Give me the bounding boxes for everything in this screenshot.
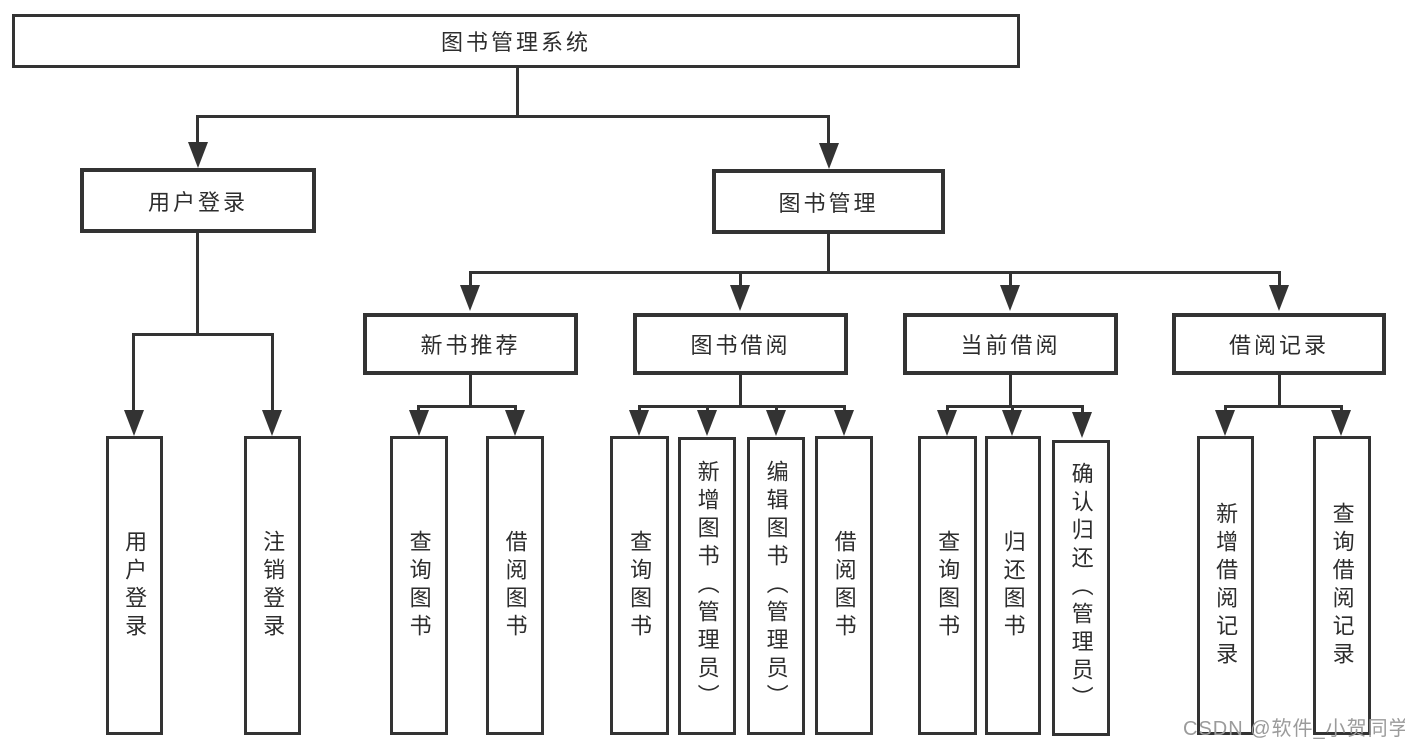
leaf-query-book-current-label: 查询图书 — [935, 529, 961, 642]
leaf-query-borrow-record: 查询借阅记录 — [1313, 436, 1371, 735]
arrowhead — [629, 410, 649, 436]
node-borrow-records-label: 借阅记录 — [1228, 333, 1329, 358]
arrowhead — [1072, 412, 1092, 438]
arrowhead — [819, 143, 839, 169]
connector-line — [271, 333, 274, 412]
node-current-borrow-label: 当前借阅 — [960, 333, 1061, 358]
node-book-borrow-label: 图书借阅 — [690, 333, 791, 358]
connector-line — [1224, 405, 1227, 414]
arrowhead — [1215, 410, 1235, 436]
connector-line — [1278, 375, 1281, 407]
node-user-login: 用户登录 — [80, 168, 316, 233]
connector-line — [469, 375, 472, 407]
leaf-edit-book-admin-label: 编辑图书（管理员） — [763, 460, 789, 712]
leaf-query-book-current: 查询图书 — [918, 436, 977, 735]
node-book-borrow: 图书借阅 — [633, 313, 848, 375]
connector-line — [469, 271, 1281, 274]
arrowhead — [124, 410, 144, 436]
leaf-query-book-borrow: 查询图书 — [610, 436, 669, 735]
connector-line — [469, 271, 472, 287]
node-root-label: 图书管理系统 — [440, 30, 591, 55]
arrowhead — [460, 285, 480, 311]
leaf-confirm-return-admin: 确认归还（管理员） — [1052, 440, 1110, 736]
leaf-user-login-label: 用户登录 — [122, 529, 148, 642]
arrowhead — [409, 410, 429, 436]
arrowhead — [188, 142, 208, 168]
leaf-logout-label: 注销登录 — [260, 529, 286, 642]
arrowhead — [730, 285, 750, 311]
leaf-edit-book-admin: 编辑图书（管理员） — [747, 437, 805, 735]
connector-line — [132, 333, 274, 336]
connector-line — [775, 405, 778, 414]
connector-line — [946, 405, 949, 414]
arrowhead — [834, 410, 854, 436]
connector-line — [1009, 375, 1012, 407]
node-root: 图书管理系统 — [12, 14, 1020, 68]
node-new-book-recommend-label: 新书推荐 — [420, 333, 521, 358]
connector-line — [827, 115, 830, 146]
connector-line — [1081, 405, 1084, 414]
node-borrow-records: 借阅记录 — [1172, 313, 1386, 375]
leaf-user-login: 用户登录 — [106, 436, 163, 735]
connector-line — [739, 375, 742, 407]
arrowhead — [1000, 285, 1020, 311]
connector-line — [638, 405, 846, 408]
leaf-borrow-book-recommend-label: 借阅图书 — [502, 529, 528, 642]
connector-line — [417, 405, 517, 408]
arrowhead — [1002, 410, 1022, 436]
connector-line — [516, 68, 519, 118]
connector-line — [638, 405, 641, 414]
leaf-add-borrow-record-label: 新增借阅记录 — [1213, 501, 1239, 670]
leaf-add-borrow-record: 新增借阅记录 — [1197, 436, 1254, 735]
connector-line — [196, 115, 830, 118]
arrowhead — [937, 410, 957, 436]
leaf-borrow-book-recommend: 借阅图书 — [486, 436, 544, 735]
leaf-add-book-admin-label: 新增图书（管理员） — [694, 460, 720, 712]
connector-line — [739, 271, 742, 287]
node-new-book-recommend: 新书推荐 — [363, 313, 578, 375]
connector-line — [1009, 271, 1012, 287]
leaf-query-borrow-record-label: 查询借阅记录 — [1329, 501, 1355, 670]
leaf-query-book-borrow-label: 查询图书 — [627, 529, 653, 642]
node-book-management-label: 图书管理 — [778, 190, 879, 216]
connector-line — [843, 405, 846, 414]
node-user-login-label: 用户登录 — [147, 189, 248, 215]
arrowhead — [1269, 285, 1289, 311]
leaf-borrow-book-label: 借阅图书 — [831, 529, 857, 642]
leaf-query-book-recommend: 查询图书 — [390, 436, 448, 735]
arrowhead — [766, 410, 786, 436]
arrowhead — [505, 410, 525, 436]
connector-line — [132, 333, 135, 412]
leaf-return-book-label: 归还图书 — [1000, 529, 1026, 642]
connector-line — [706, 405, 709, 414]
connector-line — [1224, 405, 1343, 408]
leaf-add-book-admin: 新增图书（管理员） — [678, 437, 736, 735]
leaf-confirm-return-admin-label: 确认归还（管理员） — [1068, 462, 1094, 714]
leaf-borrow-book: 借阅图书 — [815, 436, 873, 735]
arrowhead — [697, 410, 717, 436]
connector-line — [1340, 405, 1343, 414]
connector-line — [1011, 405, 1014, 414]
node-current-borrow: 当前借阅 — [903, 313, 1118, 375]
connector-line — [196, 232, 199, 336]
node-book-management: 图书管理 — [712, 169, 945, 234]
arrowhead — [1331, 410, 1351, 436]
connector-line — [1278, 271, 1281, 287]
csdn-watermark: CSDN @软件_小贺同学 — [1183, 718, 1405, 740]
leaf-logout: 注销登录 — [244, 436, 301, 735]
connector-line — [946, 405, 1084, 408]
leaf-return-book: 归还图书 — [985, 436, 1041, 735]
connector-line — [514, 405, 517, 414]
connector-line — [196, 115, 199, 146]
connector-line — [827, 233, 830, 273]
leaf-query-book-recommend-label: 查询图书 — [406, 529, 432, 642]
connector-line — [417, 405, 420, 414]
arrowhead — [262, 410, 282, 436]
